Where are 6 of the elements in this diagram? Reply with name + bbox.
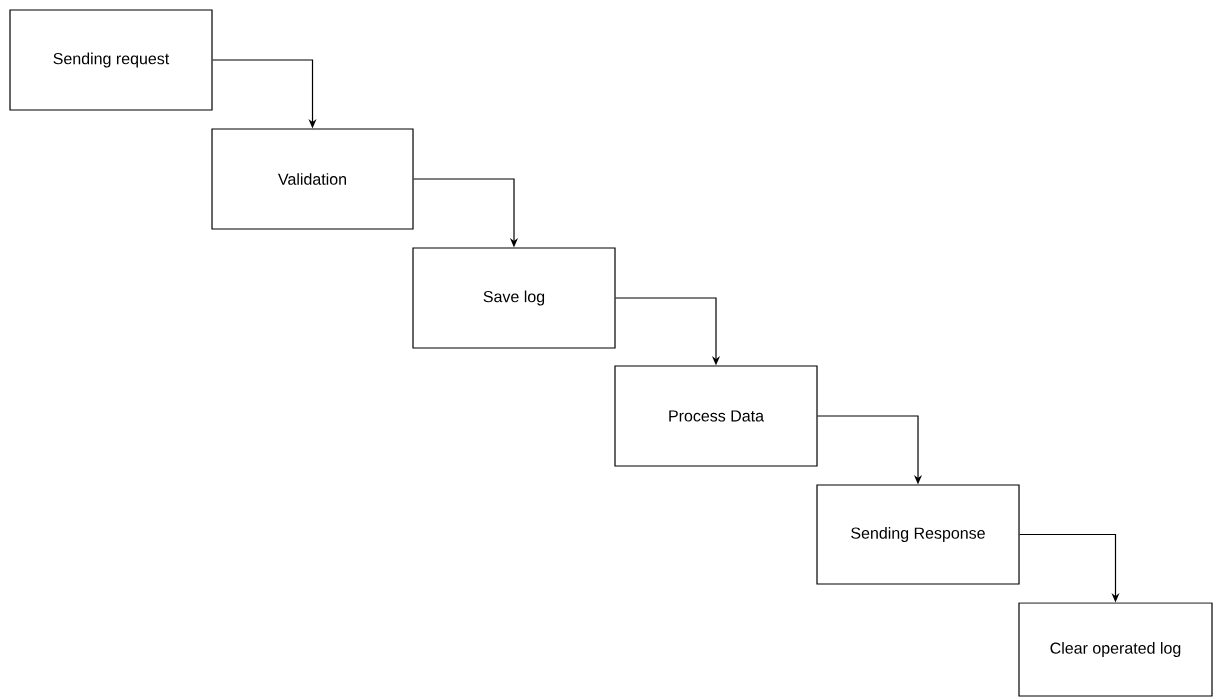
process-box: Process Data bbox=[614, 365, 818, 467]
process-box: Sending Response bbox=[816, 484, 1020, 585]
process-box: Sending request bbox=[9, 9, 213, 111]
process-box: Validation bbox=[211, 128, 414, 230]
process-box: Clear operated log bbox=[1018, 602, 1213, 697]
process-box: Save log bbox=[412, 247, 616, 349]
